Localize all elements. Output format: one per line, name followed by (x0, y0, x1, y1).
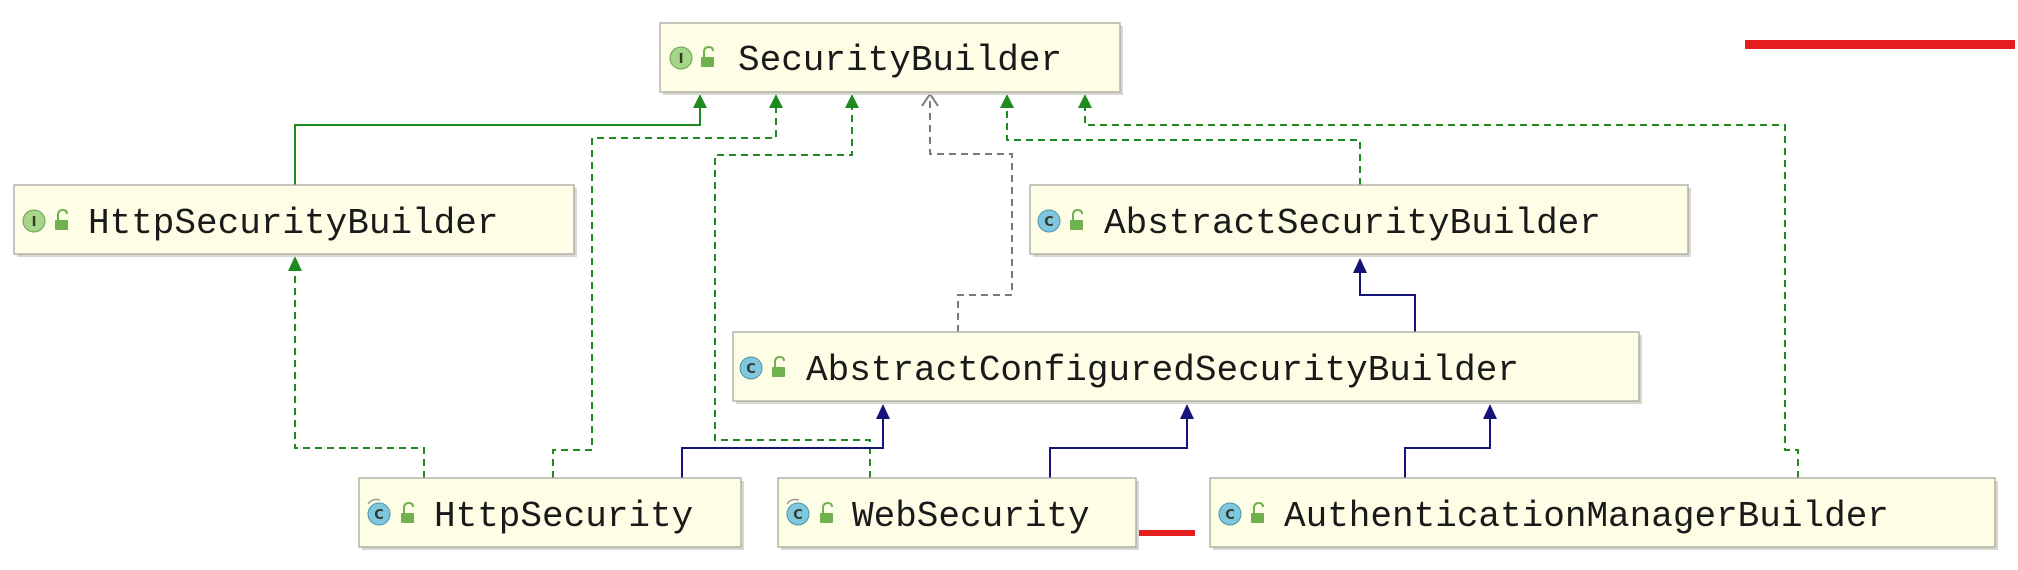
edge-authmanagerbuilder-to-abstractconfigured (1404, 418, 1491, 478)
public-lock-icon (1251, 501, 1264, 523)
svg-text:C: C (1225, 508, 1235, 523)
edge-abstractsecuritybuilder-to-securitybuilder (1006, 106, 1361, 185)
arrowhead-blue (876, 404, 890, 419)
watermark (1110, 40, 2015, 536)
class-icon: C (367, 498, 391, 526)
class-icon: C (1218, 502, 1242, 526)
node-authenticationmanagerbuilder[interactable]: C AuthenticationManagerBuilder (1209, 477, 1998, 550)
node-label: HttpSecurity (434, 496, 693, 537)
node-label: WebSecurity (852, 496, 1090, 537)
arrowhead-green (1000, 94, 1014, 108)
node-label: SecurityBuilder (738, 40, 1062, 81)
public-lock-icon (401, 501, 414, 523)
node-httpsecuritybuilder[interactable]: I HttpSecurityBuilder (13, 184, 577, 257)
svg-text:C: C (374, 508, 384, 523)
edge-httpsecurity-to-httpsecuritybuilder (294, 270, 425, 478)
arrowhead-green (288, 256, 302, 271)
svg-text:I: I (32, 215, 37, 230)
node-abstractconfiguredsecuritybuilder[interactable]: C AbstractConfiguredSecurityBuilder (732, 331, 1642, 404)
class-icon: C (786, 498, 810, 526)
edge-httpsecurity-to-abstractconfigured (681, 418, 884, 478)
node-label: HttpSecurityBuilder (88, 203, 498, 244)
interface-icon: I (22, 209, 46, 233)
edge-websecurity-to-abstractconfigured (1049, 418, 1188, 478)
public-lock-icon (1070, 208, 1083, 230)
node-label: AbstractConfiguredSecurityBuilder (806, 350, 1519, 391)
edge-websecurity-to-securitybuilder (714, 106, 871, 478)
edge-httpsecuritybuilder-to-securitybuilder (294, 106, 701, 185)
svg-text:C: C (793, 508, 803, 523)
svg-text:I: I (679, 52, 684, 67)
interface-icon: I (669, 46, 693, 70)
edge-abstractconfigured-to-abstractsecuritybuilder (1359, 272, 1416, 332)
public-lock-icon (772, 355, 785, 377)
abstract-class-icon: C (739, 356, 763, 380)
arrowhead-green (769, 94, 783, 108)
node-websecurity[interactable]: C WebSecurity (777, 477, 1139, 550)
edge-abstractconfigured-to-securitybuilder (929, 98, 1013, 332)
arrowhead-green (845, 94, 859, 108)
node-httpsecurity[interactable]: C HttpSecurity (358, 477, 744, 550)
edge-httpsecurity-to-securitybuilder (552, 106, 777, 478)
node-abstractsecuritybuilder[interactable]: C AbstractSecurityBuilder (1029, 184, 1691, 257)
node-securitybuilder[interactable]: I SecurityBuilder (659, 22, 1123, 95)
arrowhead-blue (1483, 404, 1497, 419)
edge-authmanagerbuilder-to-securitybuilder (1084, 106, 1799, 478)
public-lock-icon (55, 208, 68, 230)
arrowhead-blue (1180, 404, 1194, 419)
public-lock-icon (820, 501, 833, 523)
abstract-class-icon: C (1037, 209, 1061, 233)
arrowhead-green (1078, 94, 1092, 108)
svg-text:C: C (1044, 215, 1054, 230)
svg-text:C: C (746, 362, 756, 377)
arrowhead-green (693, 94, 707, 108)
public-lock-icon (701, 45, 714, 67)
edges (288, 92, 1799, 478)
node-label: AbstractSecurityBuilder (1104, 203, 1601, 244)
arrowhead-blue (1353, 258, 1367, 273)
node-label: AuthenticationManagerBuilder (1284, 496, 1889, 537)
